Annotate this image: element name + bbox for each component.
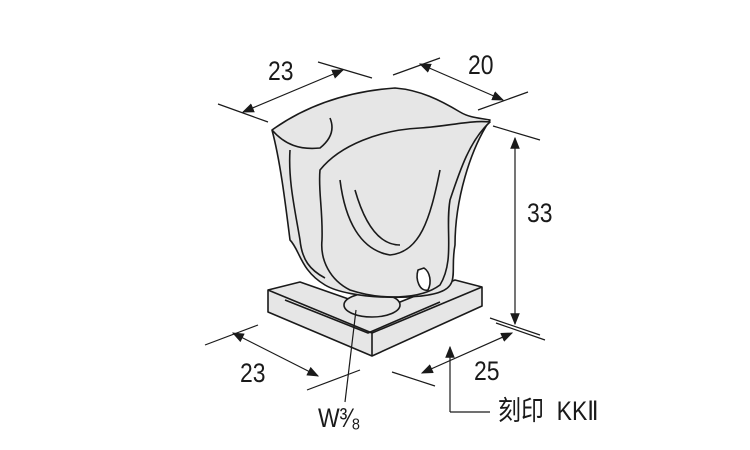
marking-label: 刻印 KKⅡ: [498, 396, 599, 426]
thread-label: W³⁄₈: [318, 403, 361, 433]
dim-height: 33: [527, 198, 553, 228]
clip-part: [267, 87, 491, 357]
dim-base-width: 23: [240, 358, 266, 388]
dim-top-depth: 20: [468, 50, 494, 80]
clip-body-front: [318, 120, 491, 298]
dim-base-depth: 25: [474, 356, 500, 386]
dimension-lines: [204, 57, 546, 413]
dim-top-width: 23: [268, 56, 294, 86]
